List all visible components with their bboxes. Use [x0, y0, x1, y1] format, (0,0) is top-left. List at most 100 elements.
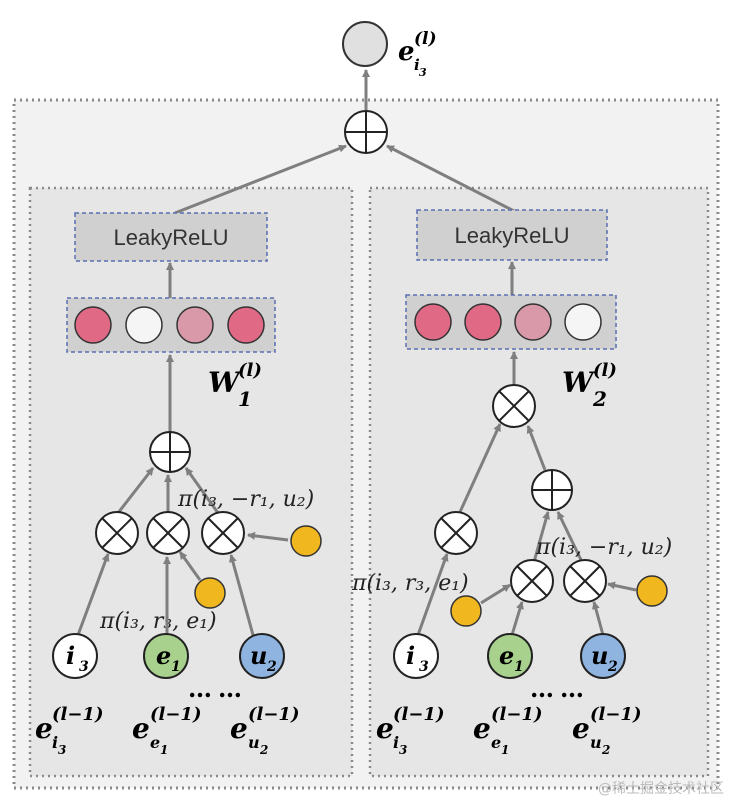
arrow-right-mul3-to-sum: [556, 511, 584, 563]
right-top-multiply-icon: [492, 384, 536, 428]
right-node-e1-label: e: [499, 641, 514, 670]
right-activation-label: LeakyReLU: [455, 223, 570, 248]
left-weight-sub: 1: [238, 387, 252, 411]
arrow-right-sum-to-topmul: [526, 425, 547, 471]
right-embedding-u2-subsub: 2: [601, 743, 610, 757]
arrow-right-mul1-to-topmul: [458, 423, 502, 513]
right-ellipsis-1: …: [530, 674, 554, 703]
right-weight-symbol: W: [562, 366, 596, 399]
left-weight-symbol: W: [208, 366, 242, 399]
left-attention-weight-node-1: [194, 577, 226, 609]
left-ellipsis-1: …: [188, 674, 212, 703]
right-activation-box: [416, 209, 608, 261]
left-sum-icon: [149, 431, 191, 473]
right-embedding-e1-sub: e: [491, 733, 501, 752]
right-embedding-e1-subsub: 1: [501, 743, 509, 757]
left-vector-cell-2: [125, 306, 163, 344]
output-symbol: e: [398, 37, 415, 67]
left-weight-sup: (l): [238, 360, 262, 381]
right-weight-label: W 2 (l): [562, 360, 617, 411]
right-embedding-i3-sub: i: [393, 733, 399, 752]
left-embedding-u2-sup: (l−1): [248, 704, 299, 725]
output-subsubscript: 3: [419, 66, 427, 79]
right-node-e1: [487, 633, 533, 679]
left-attention-label-1: π(i₃, −r₁, u₂): [177, 487, 314, 512]
right-attention-weight-node-1: [450, 595, 482, 627]
left-weight-label: W 1 (l): [208, 360, 262, 411]
right-vector-cells: [414, 303, 602, 341]
right-sum-icon: [531, 469, 573, 511]
left-embedding-e1-main: e: [132, 712, 150, 745]
right-vector-cell-2: [464, 303, 502, 341]
left-branch-panel: [28, 186, 354, 778]
right-vector-cell-4: [564, 303, 602, 341]
right-vector-cell-3: [514, 303, 552, 341]
right-embedding-u2-sup: (l−1): [590, 704, 641, 725]
right-embedding-i3-subsub: 3: [399, 743, 407, 757]
output-subscript: i: [414, 56, 420, 74]
left-embedding-u2: e u 2 (l−1): [230, 704, 299, 757]
right-embedding-e1: e e 1 (l−1): [473, 704, 542, 757]
right-node-i3-label: i: [406, 641, 415, 670]
right-weight-sub: 2: [592, 387, 607, 411]
arrow-right-i3-to-mul1: [416, 553, 449, 636]
left-embedding-e1-sup: (l−1): [150, 704, 201, 725]
left-embedding-i3-main: e: [35, 712, 53, 745]
left-node-i3-sub: 3: [79, 659, 89, 675]
right-embedding-i3-sup: (l−1): [393, 704, 444, 725]
right-node-e1-sub: 1: [514, 659, 524, 675]
arrow-left-to-top-sum: [174, 144, 347, 215]
right-node-i3-sub: 3: [419, 659, 429, 675]
right-embedding-u2-main: e: [572, 712, 590, 745]
left-embedding-u2-main: e: [230, 712, 248, 745]
output-node: [342, 21, 388, 67]
left-embedding-e1-subsub: 1: [160, 743, 168, 757]
arrow-left-u2-to-mul3: [228, 554, 255, 636]
arrow-right-to-top-sum: [386, 144, 519, 215]
right-embedding-e1-sup: (l−1): [491, 704, 542, 725]
arrow-left-yellow1-to-mul2: [178, 551, 202, 581]
right-multiply-icon-3: [563, 559, 607, 603]
arrow-left-mul3-to-sum: [184, 467, 220, 514]
top-sum-icon: [344, 110, 388, 154]
left-multiply-icon-1: [95, 511, 139, 555]
right-node-u2-label: u: [591, 641, 608, 670]
right-embedding-i3: e i 3 (l−1): [376, 704, 444, 757]
arrow-left-i3-to-mul1: [76, 553, 110, 636]
right-vector-cell-1: [414, 303, 452, 341]
right-embedding-e1-main: e: [473, 712, 491, 745]
right-weight-sup: (l): [593, 360, 617, 381]
right-node-i3: [393, 633, 439, 679]
left-vector-cells: [74, 306, 265, 344]
right-embedding-u2: e u 2 (l−1): [572, 704, 641, 757]
arrow-right-e1-to-mul2: [510, 601, 524, 636]
left-node-u2-label: u: [250, 641, 267, 670]
left-node-e1-sub: 1: [171, 659, 181, 675]
left-multiply-icon-3: [201, 511, 245, 555]
left-embedding-u2-sub: u: [248, 733, 260, 752]
left-embedding-e1: e e 1 (l−1): [132, 704, 201, 757]
left-node-i3: [52, 633, 98, 679]
arrow-right-yellow2-to-mul3: [607, 581, 637, 592]
left-vector-cell-1: [74, 306, 112, 344]
left-embedding-e1-sub: e: [150, 733, 160, 752]
right-multiply-icon-2: [510, 559, 554, 603]
right-branch: LeakyReLU W 2 (l): [351, 144, 672, 757]
right-node-u2-sub: 2: [607, 659, 618, 675]
right-attention-weight-node-2: [636, 575, 668, 607]
left-node-e1: [143, 633, 189, 679]
right-embedding-u2-sub: u: [590, 733, 602, 752]
left-attention-weight-node-2: [290, 525, 322, 557]
output-superscript: (l): [414, 29, 437, 49]
right-attention-label-1: π(i₃, −r₁, u₂): [535, 535, 672, 560]
watermark-text: @稀土掘金技术社区: [598, 781, 724, 797]
left-embedding-i3-subsub: 3: [58, 743, 66, 757]
left-node-u2: [239, 633, 285, 679]
output-embedding-label: e i 3 (l): [398, 29, 437, 79]
arrow-right-mul2-to-sum: [532, 511, 550, 563]
left-node-i3-label: i: [66, 641, 75, 670]
arrow-left-yellow2-to-mul3: [247, 531, 289, 542]
right-ellipsis-2: …: [560, 674, 584, 703]
left-ellipsis-2: …: [218, 674, 242, 703]
